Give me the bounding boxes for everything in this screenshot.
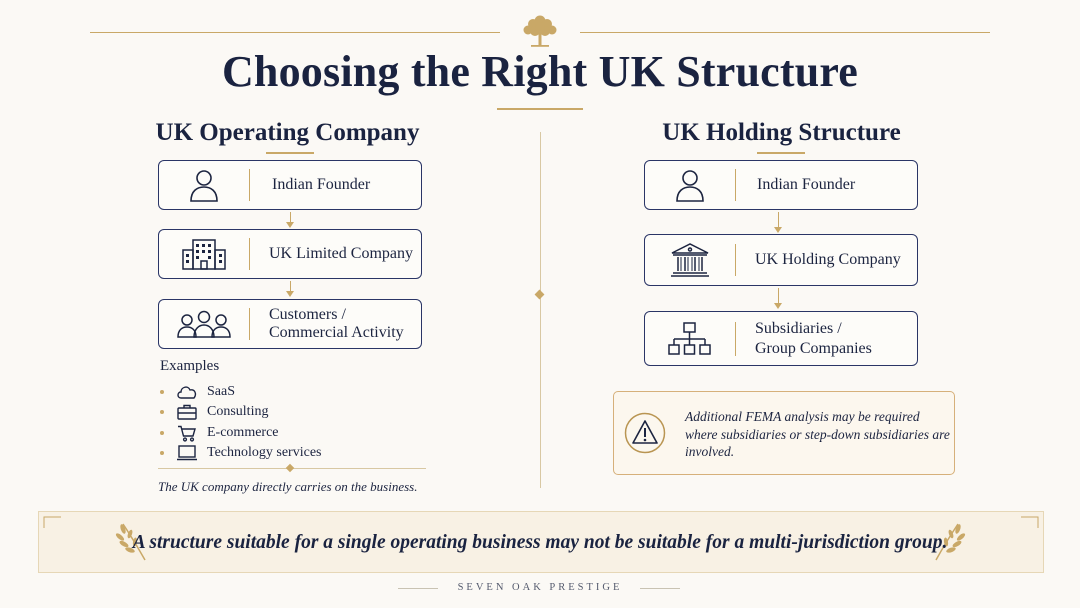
note-divider-ornament [285, 463, 295, 473]
example-label: Technology services [207, 445, 322, 460]
box-label: UK Holding Company [755, 251, 901, 268]
banner-text: A structure suitable for a single operat… [132, 532, 948, 553]
person-icon [159, 168, 249, 202]
flow-arrow [774, 288, 782, 309]
oak-tree-icon [518, 12, 562, 50]
flow-arrow [286, 281, 294, 297]
bullet [160, 390, 164, 394]
bullet [160, 431, 164, 435]
box-label: UK Limited Company [269, 245, 413, 262]
bank-building-icon [645, 242, 735, 278]
flow-arrow [774, 212, 782, 233]
left-note: The UK company directly carries on the b… [158, 479, 418, 494]
right-title-underline [757, 152, 805, 154]
right-box-subsidiaries: Subsidiaries / Group Companies [644, 311, 918, 366]
divider-ornament [534, 289, 545, 300]
example-label: E-commerce [207, 425, 279, 440]
laurel-icon [115, 520, 149, 562]
footer-rule-right [640, 588, 680, 589]
left-box-indian-founder: Indian Founder [158, 160, 422, 210]
flow-arrow [286, 212, 294, 228]
left-column-title: UK Operating Company [155, 119, 420, 146]
box-label-line2: Group Companies [755, 339, 872, 357]
box-label: Indian Founder [272, 176, 371, 193]
fema-warning-callout: Additional FEMA analysis may be required… [613, 391, 955, 475]
warning-triangle-icon [624, 412, 666, 454]
laptop-icon [176, 444, 198, 462]
right-column-title: UK Holding Structure [662, 119, 901, 146]
cloud-icon [176, 383, 198, 401]
example-item: Technology services [160, 444, 321, 462]
box-label: Indian Founder [757, 176, 856, 193]
banner-corner-right [1021, 516, 1039, 528]
bullet [160, 410, 164, 414]
examples-heading: Examples [160, 358, 220, 374]
people-group-icon [159, 309, 249, 339]
example-item: SaaS [160, 383, 235, 401]
banner-corner-left [43, 516, 61, 528]
box-label-line1: Subsidiaries / [755, 319, 842, 337]
shopping-cart-icon [176, 424, 198, 442]
box-label-line2: Commercial Activity [269, 324, 404, 341]
bullet [160, 451, 164, 455]
example-item: E-commerce [160, 424, 279, 442]
office-building-icon [159, 238, 249, 270]
box-label-line1: Customers / [269, 306, 346, 323]
conclusion-banner [38, 511, 1044, 573]
right-box-uk-holding-company: UK Holding Company [644, 234, 918, 286]
person-icon [645, 168, 735, 202]
warning-text: Additional FEMA analysis may be required… [685, 409, 950, 459]
left-box-uk-limited-company: UK Limited Company [158, 229, 422, 279]
brand-name: SEVEN OAK PRESTIGE [457, 582, 623, 593]
column-divider [540, 132, 541, 488]
example-label: Consulting [207, 404, 269, 419]
laurel-icon [932, 520, 966, 562]
title-underline [497, 108, 583, 110]
left-box-customers: Customers / Commercial Activity [158, 299, 422, 349]
header-rule-left [90, 32, 500, 33]
header-rule-right [580, 32, 990, 33]
page-title: Choosing the Right UK Structure [221, 47, 859, 96]
example-label: SaaS [207, 384, 235, 399]
org-chart-icon [645, 321, 735, 356]
briefcase-icon [176, 403, 198, 421]
right-box-indian-founder: Indian Founder [644, 160, 918, 210]
left-title-underline [266, 152, 314, 154]
example-item: Consulting [160, 403, 268, 421]
footer-rule-left [398, 588, 438, 589]
